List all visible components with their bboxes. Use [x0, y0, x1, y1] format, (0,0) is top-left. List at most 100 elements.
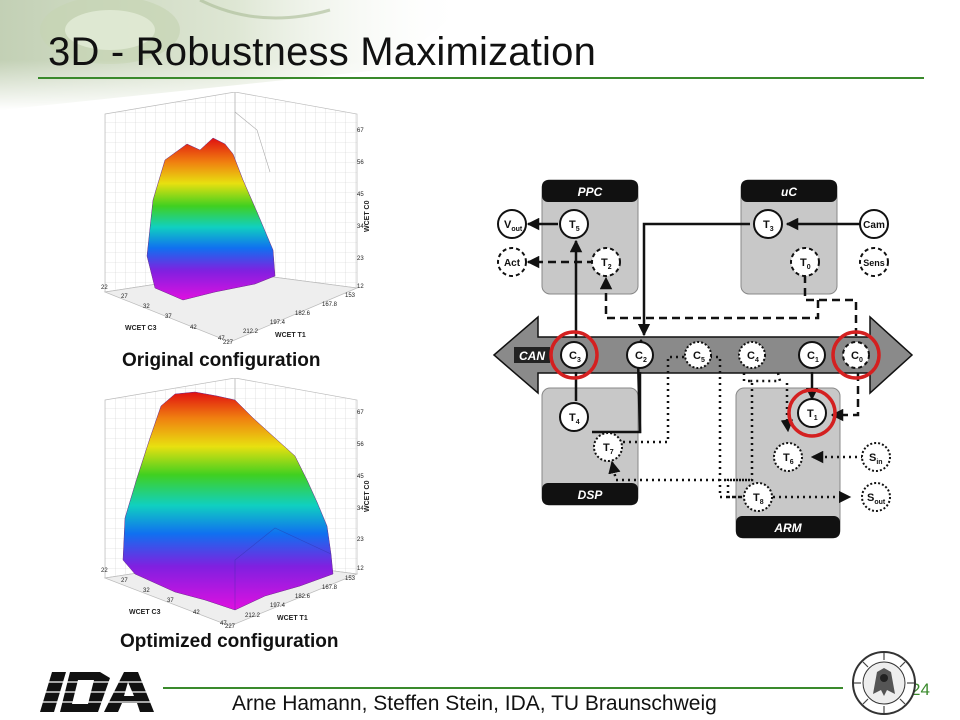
svg-text:C2: C2 [635, 350, 647, 364]
node-vout: Vout [497, 209, 527, 239]
node-act-label: Act [504, 258, 521, 269]
node-c0-base: C [851, 350, 859, 362]
svg-text:C3: C3 [569, 350, 581, 364]
y-tick: 212.2 [245, 613, 261, 619]
surface-mesh [146, 137, 276, 301]
node-t5-base: T [569, 219, 576, 231]
svg-text:T8: T8 [753, 492, 764, 506]
svg-text:T7: T7 [603, 442, 614, 456]
node-t3-base: T [763, 219, 770, 231]
node-cam-label: Cam [863, 220, 885, 231]
node-c1-sub: 1 [815, 357, 819, 364]
connections [526, 217, 863, 504]
node-c4: C4 [738, 341, 766, 369]
x-axis-label: WCET C3 [125, 325, 157, 332]
node-c0: C0 [842, 341, 870, 369]
node-c4-sub: 4 [755, 357, 759, 364]
z-tick: 23 [357, 256, 364, 262]
x-axis-label: WCET C3 [129, 609, 161, 616]
z-tick: 56 [357, 160, 364, 166]
node-t1-base: T [807, 408, 814, 420]
node-t6-sub: 6 [790, 459, 794, 466]
node-sout-base: S [867, 492, 874, 504]
svg-text:C5: C5 [693, 350, 705, 364]
node-sin-sub: in [876, 459, 882, 466]
x-tick: 22 [101, 568, 108, 574]
node-c0-sub: 0 [859, 357, 863, 364]
svg-text:T5: T5 [569, 219, 580, 233]
node-t0: T0 [790, 247, 820, 277]
z-axis: 67 56 45 34 23 12 WCET C0 [357, 410, 371, 572]
y-tick: 182.6 [295, 594, 311, 600]
ecu-ppc: PPC [541, 179, 639, 295]
y-tick: 212.2 [243, 329, 259, 335]
background-decoration [0, 0, 520, 110]
x-tick: 27 [121, 578, 128, 584]
node-c5-sub: 5 [701, 357, 705, 364]
svg-text:T2: T2 [601, 257, 612, 271]
y-axis: 153 167.8 182.6 197.4 212.2 227 WCET T1 [225, 576, 356, 630]
node-sens-label: Sens [863, 258, 885, 268]
node-t4-sub: 4 [576, 419, 580, 426]
node-sin-base: S [869, 452, 876, 464]
node-vout-base: V [504, 219, 512, 231]
svg-text:T6: T6 [783, 452, 794, 466]
y-axis-label: WCET T1 [277, 615, 308, 622]
z-tick: 45 [357, 474, 364, 480]
node-sens: Sens [859, 247, 889, 277]
node-t4: T4 [559, 402, 589, 432]
x-tick: 37 [167, 598, 174, 604]
footer-divider [163, 687, 843, 689]
z-tick: 34 [357, 224, 364, 230]
surface-mesh [122, 391, 334, 611]
z-axis-label: WCET C0 [364, 200, 371, 232]
node-t6: T6 [773, 442, 803, 472]
z-tick: 67 [357, 410, 364, 416]
ecu-uc: uC [740, 179, 838, 295]
y-axis: 153 167.8 182.6 197.4 212.2 227 WCET T1 [223, 293, 356, 346]
y-axis-label: WCET T1 [275, 332, 306, 339]
x-tick: 42 [193, 610, 200, 616]
x-tick: 47 [218, 336, 225, 342]
y-tick: 227 [225, 624, 236, 630]
svg-text:C0: C0 [851, 350, 863, 364]
node-t7-base: T [603, 442, 610, 454]
highlight-c0 [831, 330, 881, 380]
node-t1: T1 [797, 398, 827, 428]
svg-text:T3: T3 [763, 219, 774, 233]
node-c1-base: C [807, 350, 815, 362]
y-tick: 153 [345, 576, 356, 582]
caption-original: Original configuration [122, 350, 321, 371]
node-t7: T7 [593, 432, 623, 462]
task-nodes: Vout Act T5 T2 T3 Cam T0 Sens C3 C2 C5 C… [497, 209, 891, 512]
node-sin: Sin [861, 442, 891, 472]
university-seal [852, 651, 916, 715]
node-c3: C3 [560, 341, 588, 369]
node-t7-sub: 7 [610, 449, 614, 456]
z-tick: 23 [357, 537, 364, 543]
node-t5-sub: 5 [576, 226, 580, 233]
node-t2-sub: 2 [608, 264, 612, 271]
node-t0-base: T [800, 257, 807, 269]
node-c5-base: C [693, 350, 701, 362]
node-c2-base: C [635, 350, 643, 362]
y-tick: 167.8 [322, 302, 338, 308]
highlight-t1 [787, 388, 837, 438]
y-tick: 227 [223, 340, 234, 346]
x-tick: 42 [190, 325, 197, 331]
svg-text:T1: T1 [807, 408, 818, 422]
svg-text:Sin: Sin [869, 452, 883, 466]
node-t3: T3 [753, 209, 783, 239]
slide-title: 3D - Robustness Maximization [48, 30, 597, 74]
y-tick: 167.8 [322, 585, 338, 591]
svg-text:Vout: Vout [504, 219, 523, 233]
svg-text:C1: C1 [807, 350, 819, 364]
node-t8: T8 [743, 482, 773, 512]
x-tick: 37 [165, 314, 172, 320]
x-tick: 32 [143, 304, 150, 310]
highlight-circles [549, 330, 881, 438]
node-c5: C5 [684, 341, 712, 369]
z-tick: 67 [357, 128, 364, 134]
node-cam: Cam [859, 209, 889, 239]
ecu-label-uc: uC [781, 185, 797, 199]
